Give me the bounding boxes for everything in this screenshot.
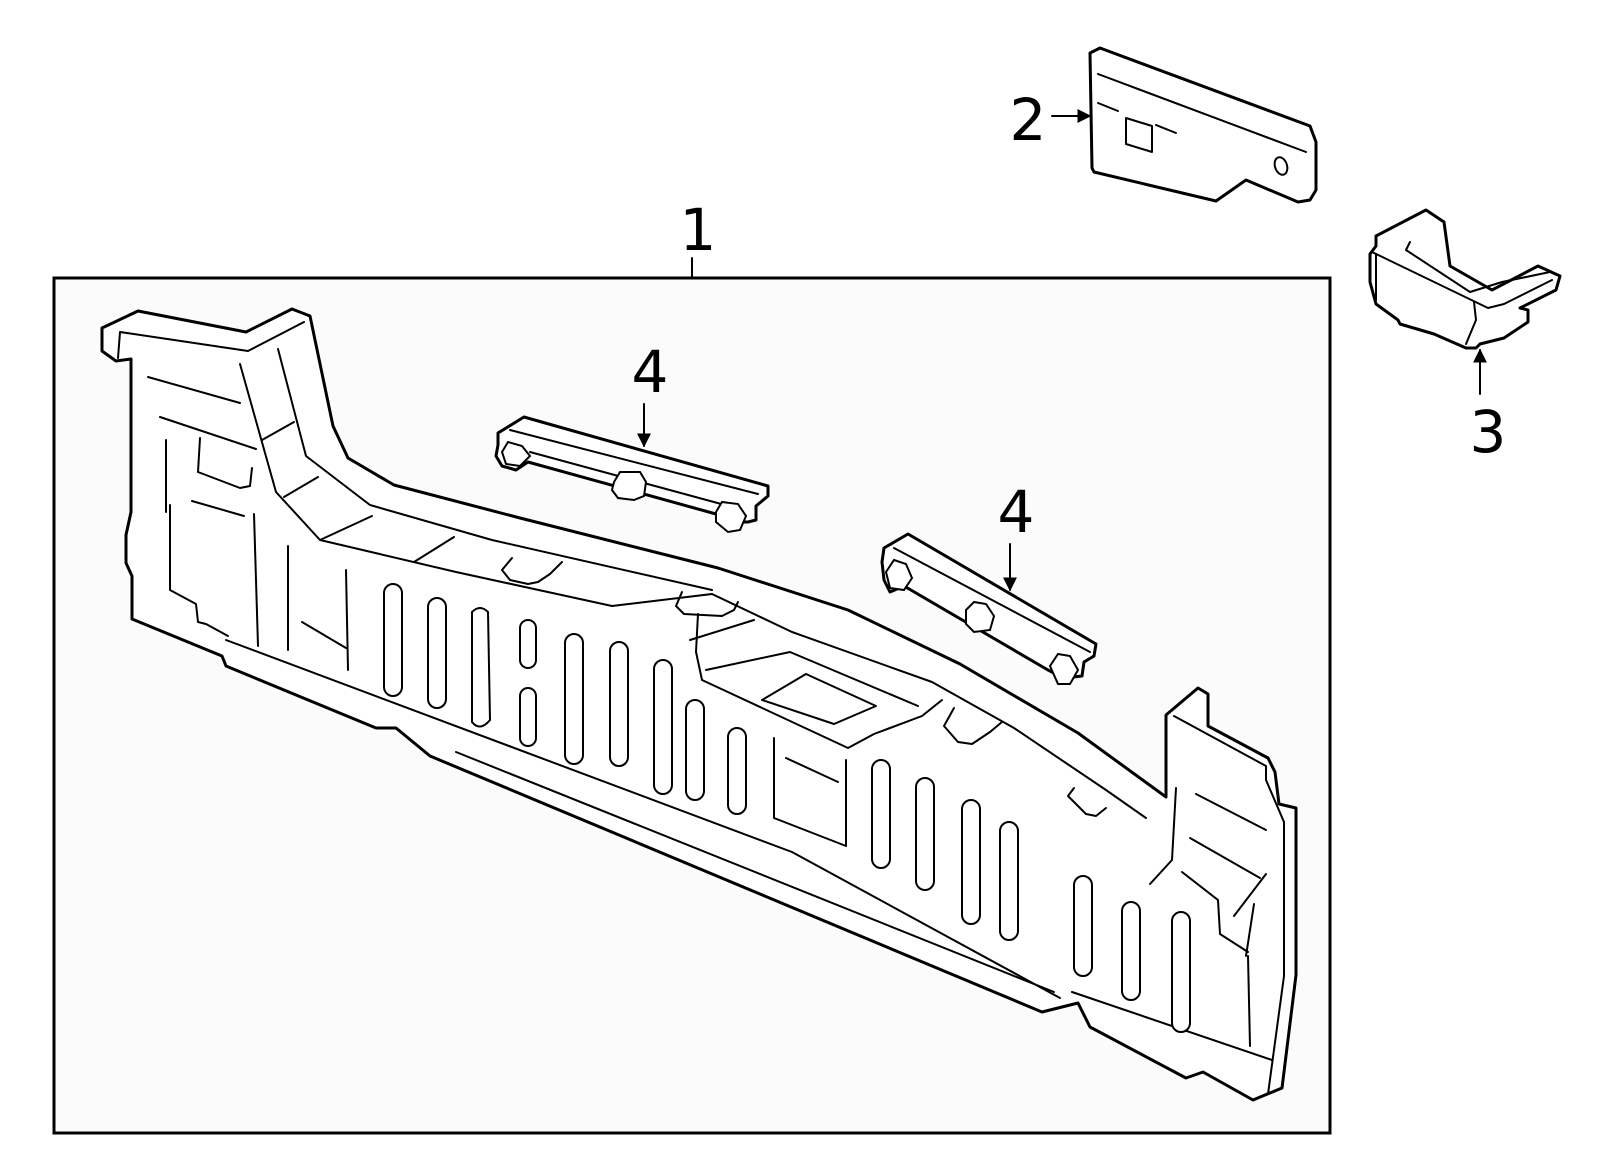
callout-1: 1 xyxy=(680,196,717,264)
bracket-part-4-left[interactable] xyxy=(494,415,770,534)
bracket-part-4-right[interactable] xyxy=(880,532,1098,685)
callout-2: 2 xyxy=(1010,86,1047,154)
rear-panel-part-1[interactable] xyxy=(100,307,1298,1102)
callout-3: 3 xyxy=(1470,398,1507,466)
bracket-part-3[interactable] xyxy=(1368,208,1562,350)
callout-4-right: 4 xyxy=(998,478,1035,546)
plate-part-2[interactable] xyxy=(1088,46,1318,204)
callout-4-left: 4 xyxy=(632,338,669,406)
